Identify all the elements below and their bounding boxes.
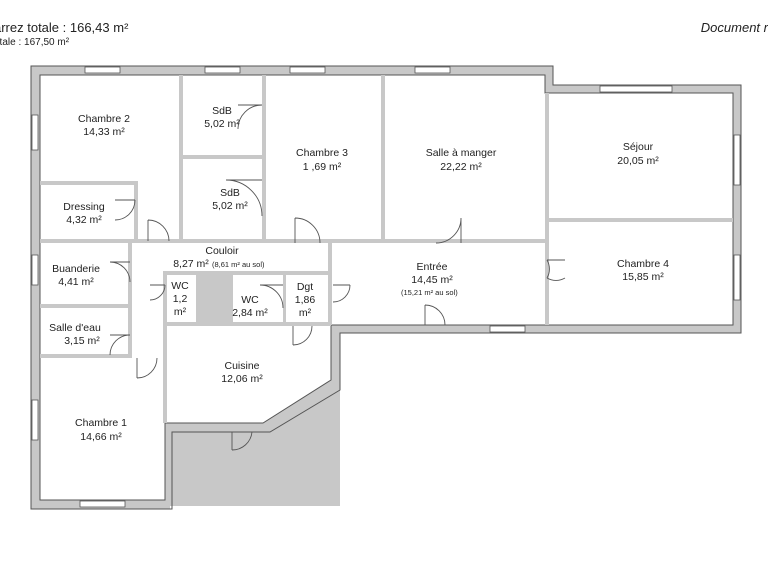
room-name: Salle à manger <box>426 147 497 159</box>
room-area-unit: m² <box>174 306 187 318</box>
surface-totale-label: otale : 167,50 m² <box>0 37 70 48</box>
room-chambre-2: Chambre 2 14,33 m² <box>78 113 130 138</box>
room-area: 22,22 m² <box>440 161 482 173</box>
room-name: Entrée <box>417 261 448 273</box>
room-name: WC <box>241 294 259 306</box>
room-chambre-1: Chambre 1 14,66 m² <box>75 417 127 443</box>
room-sejour: Séjour 20,05 m² <box>617 141 659 167</box>
document-label: Document r <box>700 20 768 35</box>
windows <box>31 66 741 508</box>
room-area-unit: m² <box>299 307 312 319</box>
interior-wall-outline <box>39 74 734 501</box>
room-area: 3,15 m² <box>64 335 100 347</box>
room-area-note: (15,21 m² au sol) <box>401 288 458 297</box>
room-area: 14,45 m² <box>411 274 453 286</box>
room-sdb-2: SdB 5,02 m² <box>212 187 248 212</box>
room-area: 12,06 m² <box>221 373 263 385</box>
room-name: Couloir <box>205 245 239 257</box>
room-name: Séjour <box>623 141 654 153</box>
exterior-wall <box>31 66 741 509</box>
room-name: Chambre 2 <box>78 113 130 125</box>
partitions <box>40 75 733 423</box>
room-name: Cuisine <box>224 360 259 372</box>
room-name: WC <box>171 280 189 292</box>
room-area: 4,41 m² <box>58 276 94 288</box>
room-entree: Entrée 14,45 m² (15,21 m² au sol) <box>401 261 458 297</box>
room-name: SdB <box>212 105 232 117</box>
room-area: 1,2 <box>173 293 188 305</box>
carrez-total-label: arrez totale : 166,43 m² <box>0 20 129 35</box>
room-name: Salle d'eau <box>49 322 101 334</box>
room-name: SdB <box>220 187 240 199</box>
room-name: Chambre 1 <box>75 417 127 429</box>
room-salle-deau: Salle d'eau 3,15 m² <box>49 322 101 347</box>
room-couloir: Couloir 8,27 m² (8,61 m² au sol) <box>173 245 265 270</box>
room-name: Dgt <box>297 281 313 293</box>
room-area: 15,85 m² <box>622 271 664 283</box>
room-salle-a-manger: Salle à manger 22,22 m² <box>426 147 497 173</box>
room-area-note: (8,61 m² au sol) <box>212 260 265 269</box>
room-cuisine: Cuisine 12,06 m² <box>221 360 263 385</box>
doors <box>109 104 566 451</box>
room-name: Buanderie <box>52 263 100 275</box>
room-area: 1 ,69 m² <box>303 161 342 173</box>
room-area: 20,05 m² <box>617 155 659 167</box>
room-area: 5,02 m² <box>212 200 248 212</box>
room-chambre-3: Chambre 3 1 ,69 m² <box>296 147 348 173</box>
room-area: 4,32 m² <box>66 214 102 226</box>
room-area: 2,84 m² <box>232 307 268 319</box>
room-area: 1,86 <box>295 294 316 306</box>
room-area: 14,66 m² <box>80 431 122 443</box>
room-name: Chambre 4 <box>617 258 669 270</box>
room-chambre-4: Chambre 4 15,85 m² <box>617 258 669 283</box>
room-wc-1: WC 1,2 m² <box>171 280 189 318</box>
room-dressing: Dressing 4,32 m² <box>63 201 105 226</box>
room-area: 8,27 m² <box>173 258 209 270</box>
room-name: Dressing <box>63 201 105 213</box>
room-wc-2: WC 2,84 m² <box>232 294 268 319</box>
room-dgt: Dgt 1,86 m² <box>295 281 316 319</box>
room-sdb-1: SdB 5,02 m² <box>204 105 240 130</box>
room-area: 14,33 m² <box>83 126 125 138</box>
room-area: 5,02 m² <box>204 118 240 130</box>
room-buanderie: Buanderie 4,41 m² <box>52 263 100 288</box>
exterior-wall-outline <box>30 65 742 510</box>
room-name: Chambre 3 <box>296 147 348 159</box>
